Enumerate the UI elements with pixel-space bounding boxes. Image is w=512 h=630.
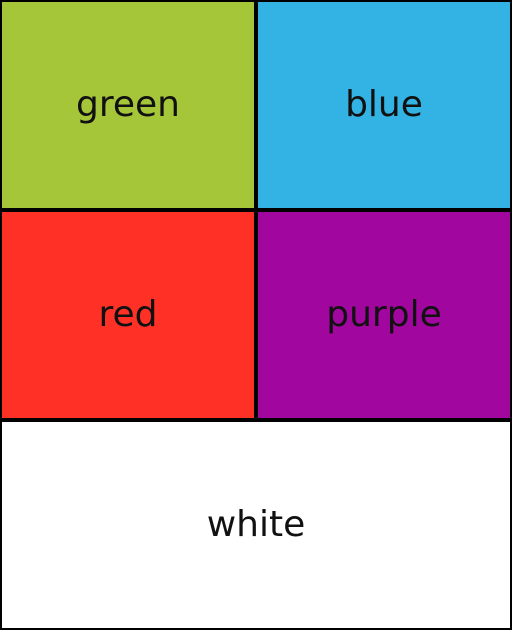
- white-tile-label: white: [206, 504, 306, 545]
- purple-tile-label: purple: [326, 294, 442, 335]
- red-tile-label: red: [98, 294, 158, 335]
- green-tile: green: [2, 2, 254, 208]
- blue-tile: blue: [258, 2, 510, 208]
- red-tile: red: [2, 212, 254, 418]
- blue-tile-label: blue: [345, 84, 423, 125]
- green-tile-label: green: [76, 84, 180, 125]
- purple-tile: purple: [258, 212, 510, 418]
- white-tile: white: [2, 422, 510, 628]
